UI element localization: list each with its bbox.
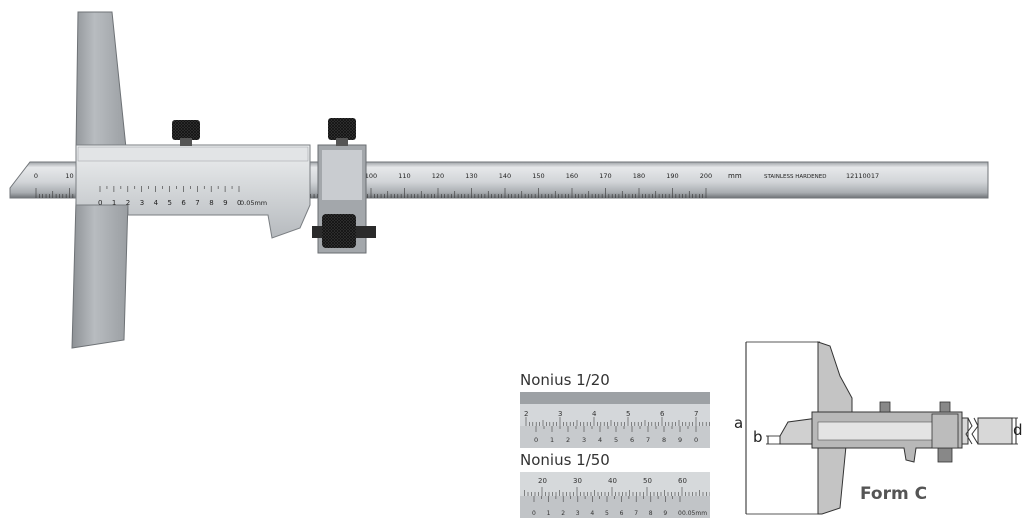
- nonius20-top-number: 3: [558, 410, 562, 418]
- nonius50-bottom-number: 7: [634, 510, 638, 517]
- vernier-unit: 0.05mm: [240, 199, 267, 207]
- diagram-wheel: [937, 447, 953, 463]
- nonius20-bottom-number: 9: [678, 436, 682, 444]
- form-c-diagram: [745, 341, 1018, 515]
- fine-adjust-wheel: [322, 214, 356, 248]
- nonius-1-50-unit: 0.05mm: [682, 510, 707, 517]
- main-scale-number: 180: [633, 172, 645, 180]
- main-scale-number: 140: [499, 172, 511, 180]
- nonius20-bottom-number: 3: [582, 436, 586, 444]
- nonius20-bottom-number: 0: [694, 436, 698, 444]
- vernier-number: 1: [112, 199, 116, 207]
- nonius50-bottom-number: 0: [678, 510, 682, 517]
- vernier-number: 7: [195, 199, 199, 207]
- main-scale-number: 160: [566, 172, 578, 180]
- nonius20-bottom-number: 5: [614, 436, 618, 444]
- nonius20-bottom-number: 1: [550, 436, 554, 444]
- fine-adjust-knob-top: [328, 118, 356, 140]
- vernier-numbers: 0 1 2 3 4 5 6 7 8 9 0: [98, 199, 241, 207]
- diagram-beam-right: [977, 417, 1013, 445]
- vernier-number: 4: [154, 199, 159, 207]
- nonius-1-20-label: Nonius 1/20: [520, 371, 610, 389]
- nonius20-top-number: 6: [660, 410, 665, 418]
- nonius-1-20-image: 2 3 4 5 6 7 0 1 2 3 4 5 6 7 8 9 0: [520, 392, 710, 448]
- slider-top-strip: [77, 146, 309, 162]
- nonius50-top-number: 30: [573, 477, 582, 485]
- nonius20-bottom-number: 2: [566, 436, 570, 444]
- vernier-number: 5: [168, 199, 172, 207]
- dim-d-label: d: [1013, 421, 1023, 439]
- nonius20-bottom-number: 4: [598, 436, 602, 444]
- nonius50-bottom-number: 2: [561, 510, 565, 517]
- main-scale-number: 190: [666, 172, 678, 180]
- nonius20-bottom-number: 6: [630, 436, 634, 444]
- nonius20-bottom-number: 0: [534, 436, 538, 444]
- nonius50-bottom-number: 9: [663, 510, 667, 517]
- main-scale-number: 200: [700, 172, 712, 180]
- main-scale-number: 110: [398, 172, 410, 180]
- main-scale-number: 100: [365, 172, 377, 180]
- vernier-number: 0: [237, 199, 241, 207]
- nonius50-top-number: 60: [678, 477, 687, 485]
- vernier-number: 6: [181, 199, 186, 207]
- vernier-number: 8: [209, 199, 213, 207]
- main-scale-number: 150: [532, 172, 544, 180]
- main-scale-number: 130: [465, 172, 477, 180]
- vernier-number: 9: [223, 199, 227, 207]
- serial-text: 12110017: [846, 172, 879, 180]
- nonius20-bottom-number: 8: [662, 436, 666, 444]
- unit-label: mm: [728, 172, 742, 180]
- diagram-knob-2: [939, 401, 951, 413]
- slider-lock-knob: [172, 120, 200, 140]
- nonius50-top-number: 20: [538, 477, 547, 485]
- nonius50-bottom-number: 6: [620, 510, 624, 517]
- nonius50-bottom-number: 5: [605, 510, 609, 517]
- nonius50-bottom-number: 8: [649, 510, 653, 517]
- nonius50-bottom-number: 3: [576, 510, 580, 517]
- brand-text: STAINLESS HARDENED: [764, 174, 826, 180]
- depth-gauge-photo: 0102030405060708090100110120130140150160…: [9, 11, 989, 349]
- nonius50-bottom-number: 4: [590, 510, 594, 517]
- nonius50-bottom-number: 0: [532, 510, 536, 517]
- nonius20-top-number: 2: [524, 410, 528, 418]
- vernier-number: 3: [140, 199, 144, 207]
- vernier-number: 2: [126, 199, 130, 207]
- nonius20-top-number: 5: [626, 410, 630, 418]
- nonius-1-50-label: Nonius 1/50: [520, 451, 610, 469]
- main-scale-number: 10: [65, 172, 73, 180]
- vernier-number: 0: [98, 199, 102, 207]
- nonius50-bottom-number: 1: [547, 510, 551, 517]
- diagram-knob-1: [879, 401, 891, 413]
- main-scale-number: 120: [432, 172, 444, 180]
- form-c-label: Form C: [860, 484, 928, 504]
- nonius50-top-number: 50: [643, 477, 652, 485]
- nonius20-top-number: 4: [592, 410, 597, 418]
- vernier-ticks: [99, 186, 240, 192]
- dim-b-label: b: [753, 428, 763, 446]
- main-scale-number: 170: [599, 172, 611, 180]
- nonius20-top-number: 7: [694, 410, 698, 418]
- nonius20-bottom-number: 7: [646, 436, 650, 444]
- nonius-1-50-image: 20 30 40 50 60 0 1 2 3 4 5 6 7 8 9 0 0.05mm: [520, 472, 710, 518]
- main-scale-number: 0: [34, 172, 38, 180]
- dim-a-label: a: [734, 414, 744, 432]
- nonius50-top-number: 40: [608, 477, 617, 485]
- vernier-slider: [75, 144, 311, 239]
